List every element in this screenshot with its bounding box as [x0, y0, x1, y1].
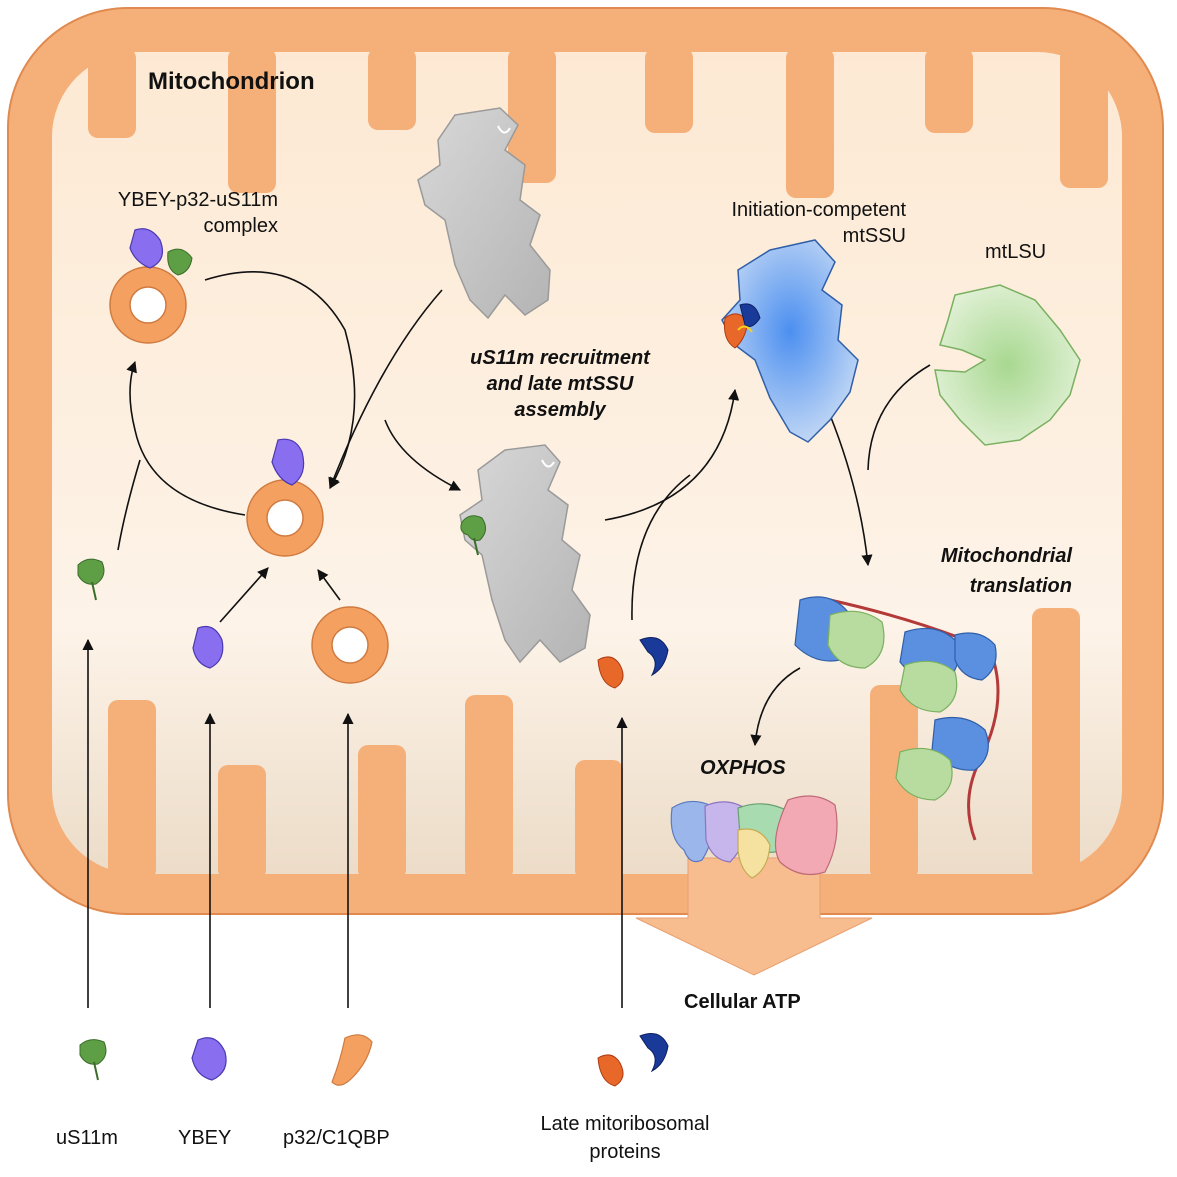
legend-late-proteins-icon — [597, 1033, 669, 1087]
label-translation-line1: Mitochondrial — [940, 545, 1072, 567]
arrow-mtlsu-to-translation — [867, 364, 931, 471]
p32-free-matrix — [311, 606, 389, 684]
arrow-us11m-to-cycle — [117, 459, 141, 551]
legend-label-ybey: YBEY — [178, 1127, 232, 1149]
us11m-free-matrix — [77, 558, 105, 601]
init-competent-mtssu — [721, 239, 859, 443]
label-translation-line2: translation — [969, 575, 1072, 597]
label-init-line1: Initiation-competent — [731, 199, 906, 221]
label-recruit-line3: assembly — [514, 399, 606, 421]
legend-label-p32: p32/C1QBP — [283, 1127, 390, 1149]
label-mtlsu: mtLSU — [985, 241, 1047, 263]
label-cellular-atp: Cellular ATP — [684, 991, 801, 1013]
legend-label-late-line1: Late mitoribosomal — [540, 1113, 710, 1135]
legend-label-us11m: uS11m — [56, 1127, 118, 1149]
arrow-to-init-mtssu — [604, 388, 740, 521]
late-proteins-matrix — [597, 637, 669, 689]
mrna-strand — [829, 598, 1000, 841]
arrow-late-proteins-up — [631, 474, 691, 621]
cycle-arc-left — [126, 360, 246, 516]
arrow-mtssu-to-translation — [829, 414, 873, 567]
polysome — [794, 596, 997, 801]
arrow-cycle-to-mtssu — [384, 419, 462, 491]
arrow-ybey-to-complex — [219, 567, 269, 623]
us11m-bound — [460, 515, 486, 556]
legend-us11m-icon — [79, 1039, 107, 1081]
mtssu-precursor-top — [417, 107, 551, 320]
label-oxphos: OXPHOS — [700, 757, 786, 779]
label-complex-line2: complex — [203, 215, 278, 237]
ybey-p32-us11m-complex-top — [109, 228, 193, 344]
title-mitochondrion: Mitochondrion — [148, 68, 315, 95]
ybey-free-matrix — [192, 625, 224, 669]
arrow-p32-to-complex — [317, 569, 341, 601]
legend-p32-icon — [331, 1034, 373, 1086]
arrow-translation-to-oxphos — [750, 667, 801, 747]
label-recruit-line2: and late mtSSU — [486, 373, 634, 395]
arrow-grey-to-complex — [328, 289, 443, 490]
mtlsu — [934, 284, 1081, 446]
label-init-line2: mtSSU — [842, 225, 906, 247]
oxphos-complexes — [670, 795, 838, 879]
label-complex-line1: YBEY-p32-uS11m — [117, 189, 278, 211]
legend-ybey-icon — [191, 1037, 227, 1081]
late-proteins-bound — [724, 303, 761, 349]
bottom-cristae — [108, 608, 1080, 880]
legend-label-late-line2: proteins — [589, 1141, 661, 1163]
top-cristae — [88, 48, 1108, 198]
ybey-p32-us11m-complex-center — [246, 438, 324, 557]
label-recruit-line1: uS11m recruitment — [470, 347, 650, 369]
